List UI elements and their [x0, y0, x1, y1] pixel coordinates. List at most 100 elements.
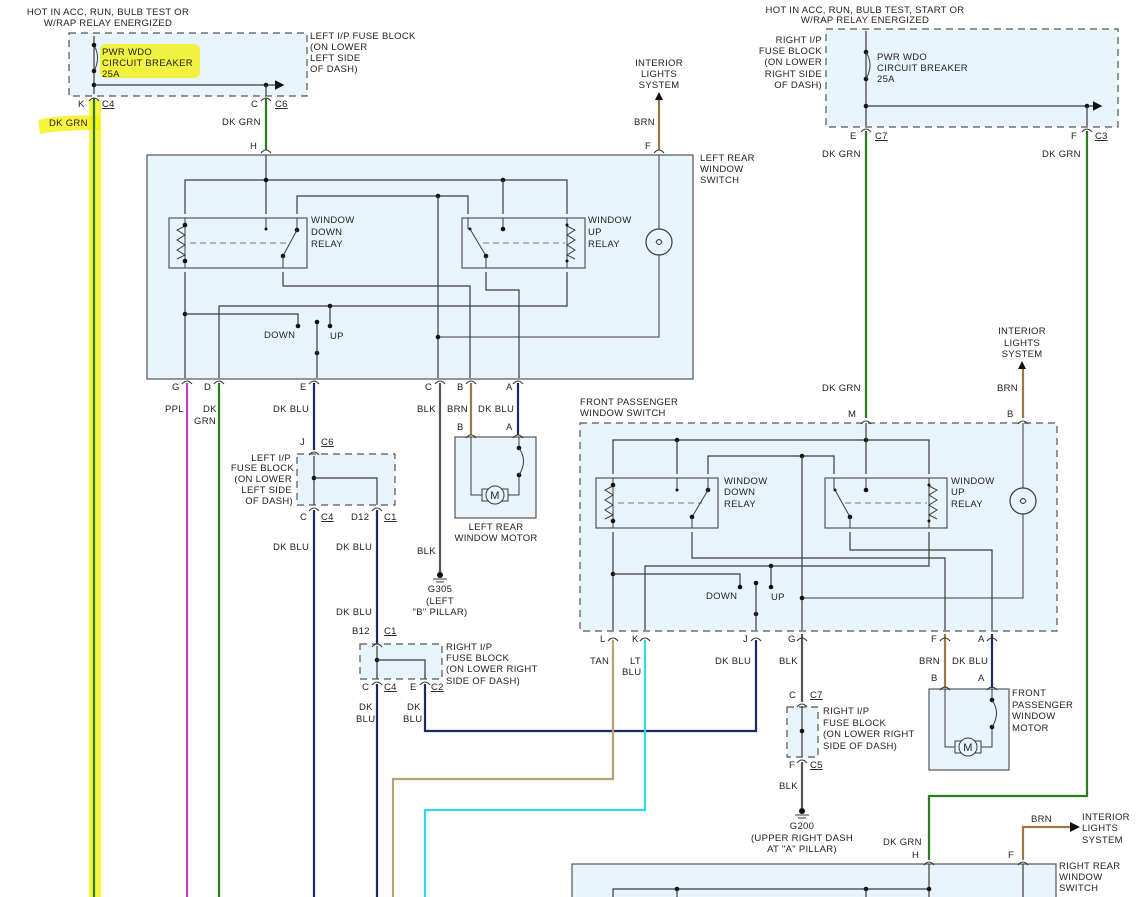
left-ip-fuse-block-top: HOT IN ACC, RUN, BULB TEST OR W/RAP RELA… [27, 7, 416, 110]
ground-label: (LEFT [426, 596, 454, 607]
fuse-block-label: SIDE OF DASH) [823, 741, 897, 752]
connector-label: C7 [810, 690, 823, 701]
arrow-icon [1070, 822, 1080, 832]
wire-brn [1021, 825, 1070, 860]
connector-terminals [88, 97, 1093, 866]
ground-label: G305 [428, 584, 452, 595]
relay-label: UP [588, 227, 602, 238]
motor-icon [958, 737, 978, 757]
pin-label: L [600, 634, 606, 645]
connector-cup [653, 149, 665, 154]
pin-label: J [300, 437, 305, 448]
wire-label: DK BLU [715, 656, 751, 667]
switch-down-label: DOWN [264, 330, 295, 341]
wire-label: DK GRN [222, 117, 261, 128]
connector-label: C7 [875, 131, 888, 142]
pin-label: E [850, 131, 857, 142]
connector-cup [465, 434, 477, 439]
connector-label: C4 [102, 99, 115, 110]
relay-label: WINDOW [311, 215, 354, 226]
pin-label: F [1071, 131, 1077, 142]
ground-label: G200 [790, 821, 814, 832]
interior-label: SYSTEM [1002, 349, 1043, 360]
wire-tan [391, 640, 615, 897]
pin-label: F [1008, 850, 1014, 861]
component-label: WINDOW SWITCH [580, 408, 666, 419]
pin-label: G [172, 382, 180, 393]
component-label: WINDOW [1059, 872, 1102, 883]
pin-label: G [788, 634, 796, 645]
connector-cup [796, 703, 808, 708]
right-ip-fuse-block-low: C C7 RIGHT I/P FUSE BLOCK (ON LOWER RIGH… [786, 690, 914, 771]
wire-label: BLK [779, 781, 798, 792]
fuse-block-label: OF DASH) [310, 64, 358, 75]
fuse-block-label: OF DASH) [774, 80, 822, 91]
pin-label: B [457, 382, 464, 393]
ground-g200: G200 (UPPER RIGHT DASH AT "A" PILLAR) [751, 808, 853, 855]
pin-label: B [457, 422, 464, 433]
wire-label: DK [359, 702, 373, 713]
component-label: WINDOW [1012, 711, 1055, 722]
connector-cup [607, 637, 619, 642]
breaker-label: PWR WDO [102, 47, 152, 58]
wire-label: DK BLU [336, 607, 372, 618]
interior-label: SYSTEM [639, 80, 680, 91]
pin-label: F [645, 141, 651, 152]
component-label: PASSENGER [1012, 700, 1073, 711]
wire-label: DK GRN [49, 118, 88, 129]
wire-label: BLK [417, 546, 436, 557]
pin-label: M [848, 409, 856, 420]
interior-label: INTERIOR [998, 326, 1046, 337]
connector-cup [796, 637, 808, 642]
wire-label: BLU [356, 714, 375, 725]
pin-label: E [300, 382, 307, 393]
pin-label: C [362, 682, 369, 693]
wire-label: DK [407, 702, 421, 713]
connector-cup [465, 380, 477, 385]
motor-icon [485, 485, 505, 505]
breaker-label: PWR WDO [877, 52, 927, 63]
fuse-block-label: (ON LOWER [310, 42, 368, 53]
power-note-line: W/RAP RELAY ENERGIZED [801, 15, 929, 26]
relay-label: WINDOW [588, 215, 631, 226]
front-passenger-window-motor: B A M FRONT PASSENGER WINDOW MOTOR [928, 673, 1073, 771]
component-label: SWITCH [700, 175, 739, 186]
relay-label: WINDOW [724, 476, 767, 487]
left-rear-window-motor: B A M LEFT REAR WINDOW MOTOR [454, 422, 537, 544]
ground-label: (UPPER RIGHT DASH [751, 833, 853, 844]
arrow-icon [655, 92, 663, 100]
fuse-block-label: FUSE BLOCK [446, 653, 510, 664]
connector-cup [1017, 420, 1029, 425]
connector-cup [939, 637, 951, 642]
wire-label: DK BLU [336, 542, 372, 553]
breaker-label: 25A [102, 69, 120, 80]
breaker-label: 25A [877, 74, 895, 85]
connector-label: C4 [321, 512, 334, 523]
wire-label: DK BLU [273, 542, 309, 553]
component-label: SWITCH [1059, 883, 1098, 894]
pin-label: B12 [352, 626, 370, 637]
component-label: LEFT REAR [700, 153, 755, 164]
interior-label: LIGHTS [1082, 823, 1118, 834]
interior-label: LIGHTS [641, 69, 677, 80]
connector-cup [639, 637, 651, 642]
fuse-block-label: OF DASH) [245, 496, 293, 507]
wire-label: LT [630, 656, 641, 667]
connector-cup [1017, 861, 1029, 866]
pin-label: C [789, 690, 796, 701]
wire-label: BLU [622, 667, 641, 678]
connector-cup [308, 507, 320, 512]
connector-label: C3 [1095, 131, 1108, 142]
wire-label: DK GRN [883, 837, 922, 848]
wire-label: BRN [997, 383, 1018, 394]
fuse-block-label: (ON LOWER [764, 57, 822, 68]
fuse-block-label: LEFT I/P [251, 453, 291, 464]
switch-down-label: DOWN [706, 591, 737, 602]
left-rear-window-switch: LEFT REAR WINDOW SWITCH H WINDOW DOWN RE… [146, 141, 755, 393]
connector-cup [512, 434, 524, 439]
interior-lights-system-1: INTERIOR LIGHTS SYSTEM BRN F [634, 58, 683, 152]
connector-cup [260, 97, 272, 102]
connector-label: C1 [384, 626, 397, 637]
breaker-label: CIRCUIT BREAKER [102, 58, 193, 69]
